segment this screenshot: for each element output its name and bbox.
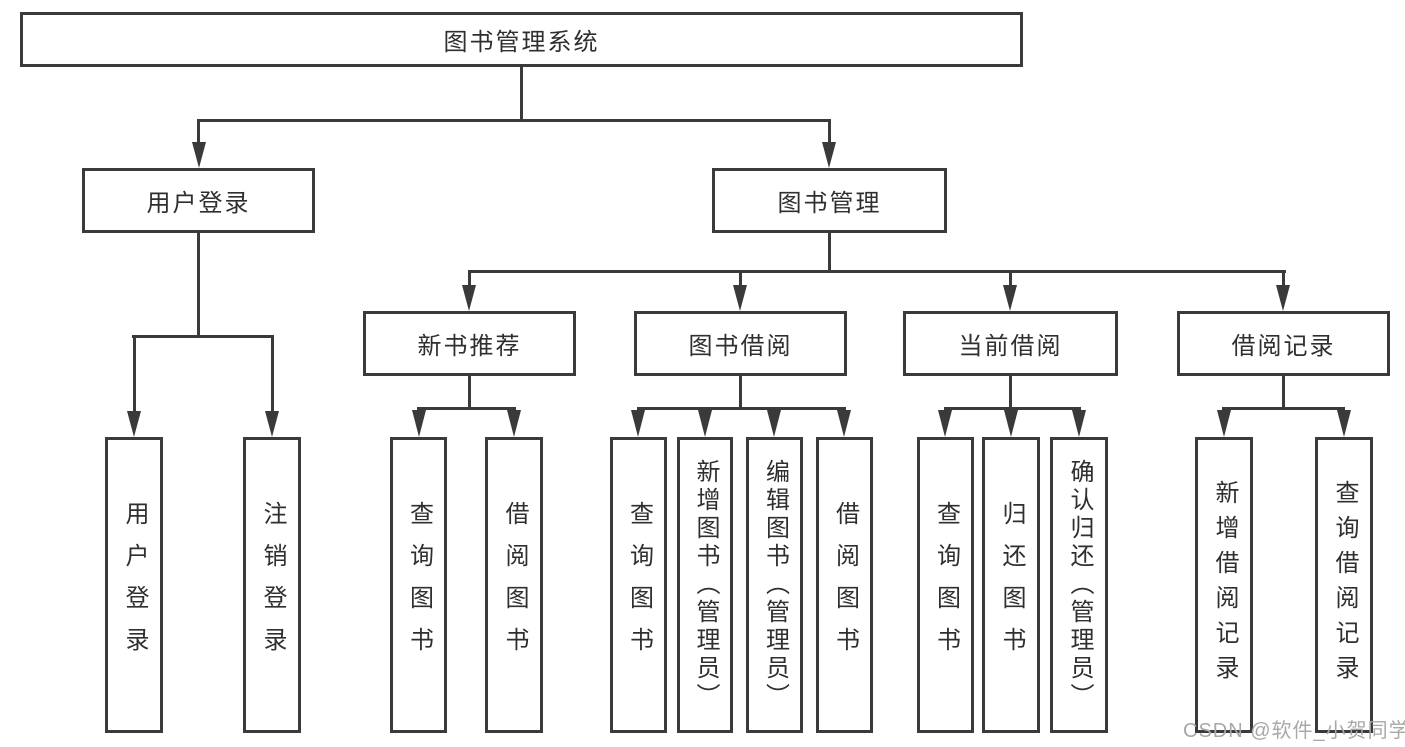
node-new-book-recommendation: 新书推荐 bbox=[363, 311, 576, 376]
connector-line bbox=[197, 119, 831, 122]
leaf-borrow-books: 借阅图书 bbox=[485, 437, 543, 733]
node-borrowing-records: 借阅记录 bbox=[1177, 311, 1390, 376]
arrowhead-icon bbox=[127, 411, 141, 437]
leaf-query-borrow-record: 查询借阅记录 bbox=[1315, 437, 1373, 733]
connector-line bbox=[1222, 407, 1345, 410]
connector-line bbox=[468, 270, 471, 287]
connector-line bbox=[271, 335, 274, 413]
connector-line bbox=[828, 119, 831, 145]
connector-line bbox=[468, 376, 471, 410]
connector-line bbox=[944, 407, 1081, 410]
leaf-add-books-admin: 新增图书（管理员） bbox=[677, 437, 733, 733]
arrowhead-icon bbox=[1072, 410, 1086, 437]
connector-line bbox=[828, 233, 831, 272]
arrowhead-icon bbox=[412, 410, 426, 437]
leaf-confirm-return-admin: 确认归还（管理员） bbox=[1050, 437, 1108, 733]
node-library-management-system: 图书管理系统 bbox=[20, 12, 1023, 67]
arrowhead-icon bbox=[1337, 410, 1351, 437]
csdn-watermark: CSDN @软件_小贺同学 bbox=[1183, 720, 1405, 742]
connector-line bbox=[133, 335, 136, 413]
node-book-borrowing: 图书借阅 bbox=[634, 311, 847, 376]
arrowhead-icon bbox=[837, 410, 851, 437]
arrowhead-icon bbox=[822, 142, 836, 168]
leaf-query-books: 查询图书 bbox=[917, 437, 974, 733]
connector-line bbox=[1009, 376, 1012, 410]
connector-line bbox=[417, 407, 516, 410]
connector-line bbox=[1282, 376, 1285, 410]
leaf-query-books: 查询图书 bbox=[610, 437, 667, 733]
arrowhead-icon bbox=[1003, 285, 1017, 311]
arrowhead-icon bbox=[462, 285, 476, 311]
leaf-logout: 注销登录 bbox=[243, 437, 301, 733]
arrowhead-icon bbox=[1217, 410, 1231, 437]
connector-line bbox=[1282, 270, 1285, 287]
arrowhead-icon bbox=[698, 410, 712, 437]
leaf-user-login: 用户登录 bbox=[105, 437, 163, 733]
arrowhead-icon bbox=[1004, 410, 1018, 437]
arrowhead-icon bbox=[938, 410, 952, 437]
arrowhead-icon bbox=[265, 411, 279, 437]
leaf-edit-books-admin: 编辑图书（管理员） bbox=[746, 437, 803, 733]
connector-line bbox=[520, 67, 523, 122]
connector-line bbox=[739, 376, 742, 410]
leaf-return-books: 归还图书 bbox=[982, 437, 1040, 733]
arrowhead-icon bbox=[507, 410, 521, 437]
arrowhead-icon bbox=[1276, 285, 1290, 311]
node-user-login: 用户登录 bbox=[82, 168, 315, 233]
node-book-management: 图书管理 bbox=[712, 168, 947, 233]
leaf-query-books: 查询图书 bbox=[390, 437, 447, 733]
connector-line bbox=[1009, 270, 1012, 287]
arrowhead-icon bbox=[733, 285, 747, 311]
leaf-borrow-books: 借阅图书 bbox=[816, 437, 873, 733]
connector-line bbox=[197, 119, 200, 145]
arrowhead-icon bbox=[631, 410, 645, 437]
connector-line bbox=[739, 270, 742, 287]
arrowhead-icon bbox=[192, 142, 206, 168]
node-current-borrowing: 当前借阅 bbox=[903, 311, 1118, 376]
leaf-add-borrow-record: 新增借阅记录 bbox=[1195, 437, 1253, 733]
connector-line bbox=[468, 270, 1286, 273]
connector-line bbox=[197, 233, 200, 337]
arrowhead-icon bbox=[767, 410, 781, 437]
connector-line bbox=[637, 407, 846, 410]
connector-line bbox=[132, 335, 274, 338]
